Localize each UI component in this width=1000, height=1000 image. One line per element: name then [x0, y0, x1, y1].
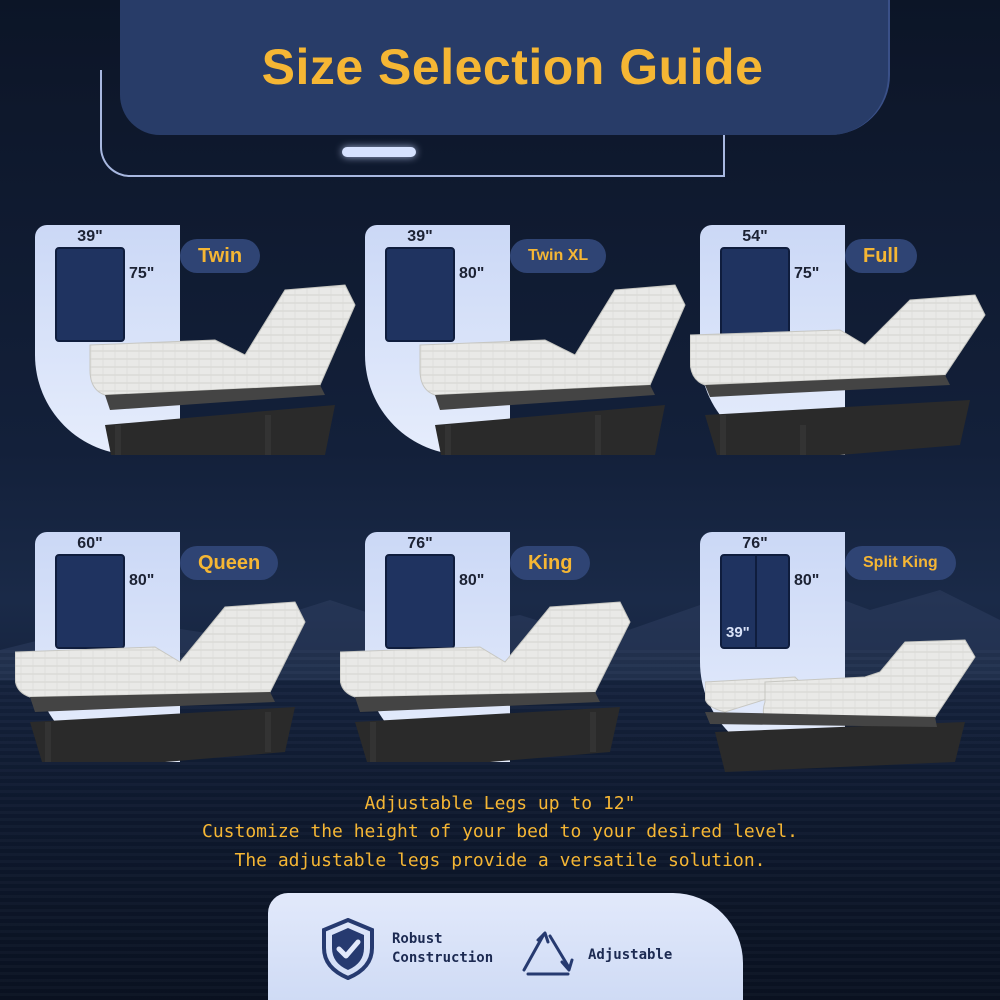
size-card-split-king[interactable]: 76" 80" 39" Split King [700, 532, 1000, 782]
length-dimension: 75" [794, 265, 820, 282]
feature-adjustable-label: Adjustable [588, 947, 673, 963]
size-label-twin-xl: Twin XL [510, 239, 607, 273]
size-card-queen[interactable]: 60" 80" Queen [15, 532, 345, 782]
feature-robust-label: Robust Construction [392, 931, 494, 966]
adjustable-bed-image [89, 284, 356, 455]
caption-legs: Adjustable Legs up to 12" [364, 793, 636, 814]
width-dimension: 76" [407, 535, 433, 552]
split-divider [755, 556, 757, 647]
length-dimension: 80" [459, 572, 485, 589]
size-card-king[interactable]: 76" 80" King [340, 532, 675, 782]
shield-check-icon [322, 918, 374, 980]
adjustable-bed-image [419, 284, 686, 455]
size-card-full[interactable]: 54" 75" Full [690, 225, 1000, 475]
size-label-full: Full [845, 239, 917, 273]
size-label-split-king: Split King [845, 546, 956, 580]
mattress-outline [385, 554, 455, 649]
width-dimension: 76" [742, 535, 768, 552]
mattress-outline [385, 247, 455, 342]
half-width-dimension: 39" [726, 624, 750, 641]
width-dimension: 39" [407, 228, 433, 245]
width-dimension: 60" [77, 535, 103, 552]
decorative-pill [342, 147, 416, 157]
title-banner [120, 0, 890, 135]
mattress-outline [55, 247, 125, 342]
size-card-twin[interactable]: 39" 75" Twin [35, 225, 356, 475]
length-dimension: 80" [794, 572, 820, 589]
size-label-twin: Twin [180, 239, 261, 273]
adjustable-bed-image [705, 639, 976, 772]
adjustable-bed-image [15, 601, 306, 762]
adjustable-bed-image [340, 601, 631, 762]
size-label-king: King [510, 546, 591, 580]
mattress-outline [55, 554, 125, 649]
size-label-queen: Queen [180, 546, 279, 580]
size-card-twin-xl[interactable]: 39" 80" Twin XL [365, 225, 686, 475]
caption-customize: Customize the height of your bed to your… [201, 821, 799, 842]
width-dimension: 39" [77, 228, 103, 245]
adjustable-cycle-icon [522, 931, 574, 976]
width-dimension: 54" [742, 228, 768, 245]
length-dimension: 80" [459, 265, 485, 282]
length-dimension: 80" [129, 572, 155, 589]
length-dimension: 75" [129, 265, 155, 282]
page-title: Size Selection Guide [261, 39, 764, 95]
caption-versatile: The adjustable legs provide a versatile … [234, 850, 766, 871]
adjustable-bed-image [690, 294, 986, 455]
